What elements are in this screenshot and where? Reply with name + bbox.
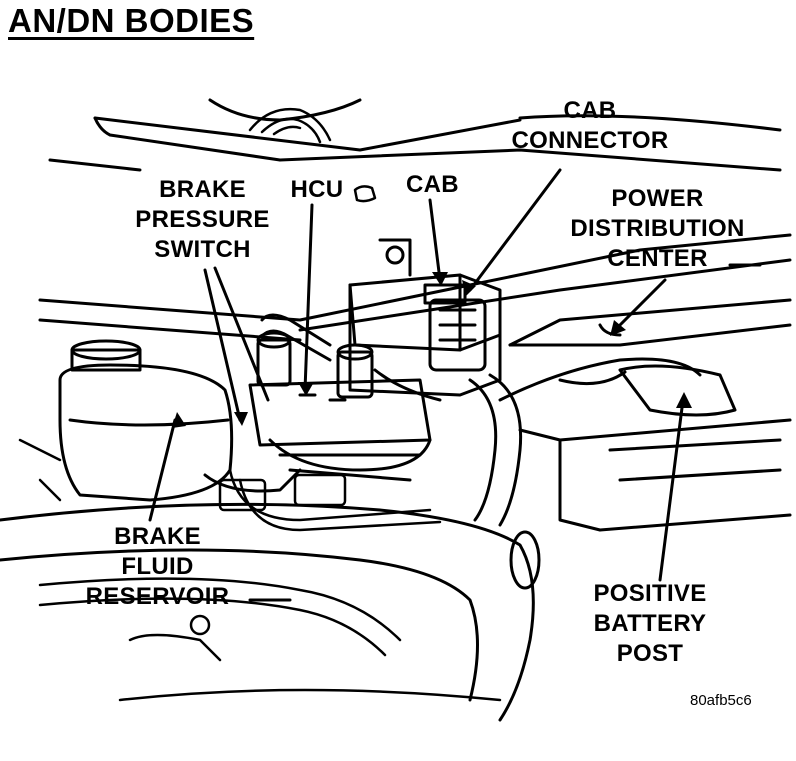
- cab-module: [348, 238, 502, 397]
- label-cab-connector: CAB CONNECTOR: [511, 97, 669, 154]
- page-title: AN/DN BODIES: [8, 2, 255, 39]
- label-brake-pressure-switch: BRAKE PRESSURE SWITCH: [135, 176, 270, 263]
- arrow-heads: [172, 272, 692, 428]
- leader-battery: [658, 398, 685, 582]
- brake-fluid-reservoir-drawing: [58, 339, 302, 502]
- label-power-distribution-center: POWER DISTRIBUTION CENTER: [570, 185, 745, 272]
- hcu-assembly: [248, 331, 432, 482]
- leader-cab-connector: [468, 168, 562, 292]
- top-wiring: [248, 107, 332, 144]
- label-cab: CAB: [406, 171, 459, 198]
- battery-drawing: [518, 364, 792, 532]
- intake-tube: [0, 502, 541, 722]
- label-positive-battery-post: POSITIVE BATTERY POST: [593, 580, 707, 667]
- engine-details: [18, 185, 502, 702]
- leader-bps: [203, 268, 242, 422]
- figure-reference-code: 80afb5c6: [690, 692, 752, 709]
- leader-bps-2: [213, 266, 270, 402]
- leader-reservoir: [148, 418, 177, 522]
- pdc-box: [508, 298, 792, 347]
- hcu-hose: [260, 313, 442, 402]
- leader-hcu: [303, 203, 314, 392]
- label-brake-fluid-reservoir: BRAKE FLUID RESERVOIR: [85, 523, 230, 610]
- main-harness: [468, 357, 702, 527]
- leader-pdc: [613, 278, 667, 332]
- leader-lines: [148, 168, 762, 602]
- label-hcu: HCU: [290, 176, 344, 203]
- leader-cab: [428, 198, 442, 282]
